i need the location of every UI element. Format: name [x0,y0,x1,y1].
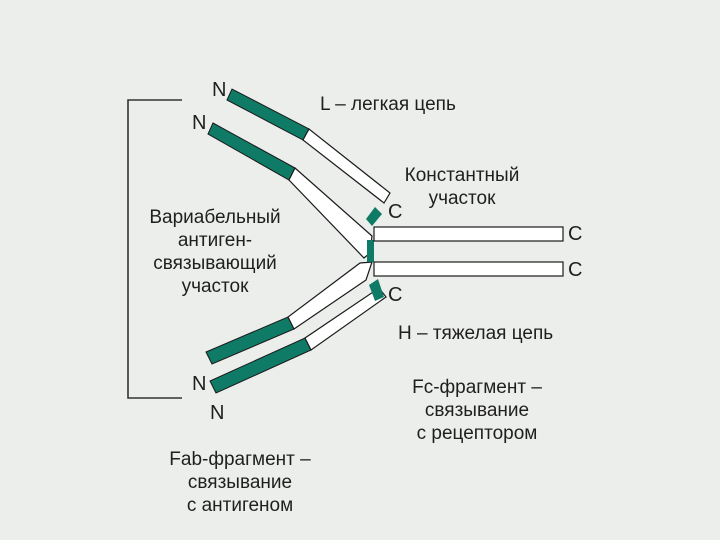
fab-fragment-line-2: связывание [187,472,293,493]
hinge-region [367,240,374,262]
c-terminal-fc-upper: C [568,223,583,245]
n-terminal-lower-light: N [210,402,225,424]
n-terminal-upper-light: N [212,79,227,101]
constant-region-label: Константный участок [396,164,528,210]
lower-heavy-chain [205,261,373,365]
n-terminal-lower-heavy: N [192,373,207,395]
fc-fragment-line-2: связывание [424,400,530,421]
c-terminal-upper-light: C [388,201,403,223]
upper-light-chain-constant [302,128,391,204]
c-terminal-fc-lower: C [568,259,583,281]
upper-light-chain [226,88,391,204]
fab-fragment-line-3: с антигеном [186,495,294,516]
fc-heavy-chain-upper [373,226,564,242]
light-chain-label: L – легкая цепь [320,94,456,115]
lower-heavy-chain-constant [287,261,373,330]
upper-light-chain-variable [226,88,310,141]
upper-heavy-chain-c-marker [366,207,382,226]
fc-fragment-label: Fc-фрагмент – связывание с рецептором [392,376,562,445]
n-terminal-upper-heavy: N [192,112,207,134]
variable-region-bracket [127,99,182,399]
c-terminal-lower-light: C [388,284,403,306]
heavy-chain-label: H – тяжелая цепь [398,323,554,344]
variable-region-line-1: Вариабельный [149,207,281,228]
lower-light-chain [209,279,387,394]
variable-region-line-4: участок [181,276,249,297]
variable-region-line-3: связывающий [153,253,277,274]
fc-fragment-line-3: с рецептором [416,423,538,444]
lower-light-chain-constant [304,287,387,351]
fc-fragment-line-1: Fc-фрагмент – [412,377,542,398]
lower-light-chain-c-marker [369,279,384,301]
constant-region-line-1: Константный [404,165,520,186]
variable-region-line-2: антиген- [177,230,253,251]
fab-fragment-line-1: Fab-фрагмент – [169,449,311,470]
fab-fragment-label: Fab-фрагмент – связывание с антигеном [150,448,330,517]
upper-heavy-chain-variable [207,122,296,181]
variable-region-label: Вариабельный антиген- связывающий участо… [140,206,290,298]
fc-heavy-chain-lower [373,261,564,277]
constant-region-line-2: участок [428,188,496,209]
